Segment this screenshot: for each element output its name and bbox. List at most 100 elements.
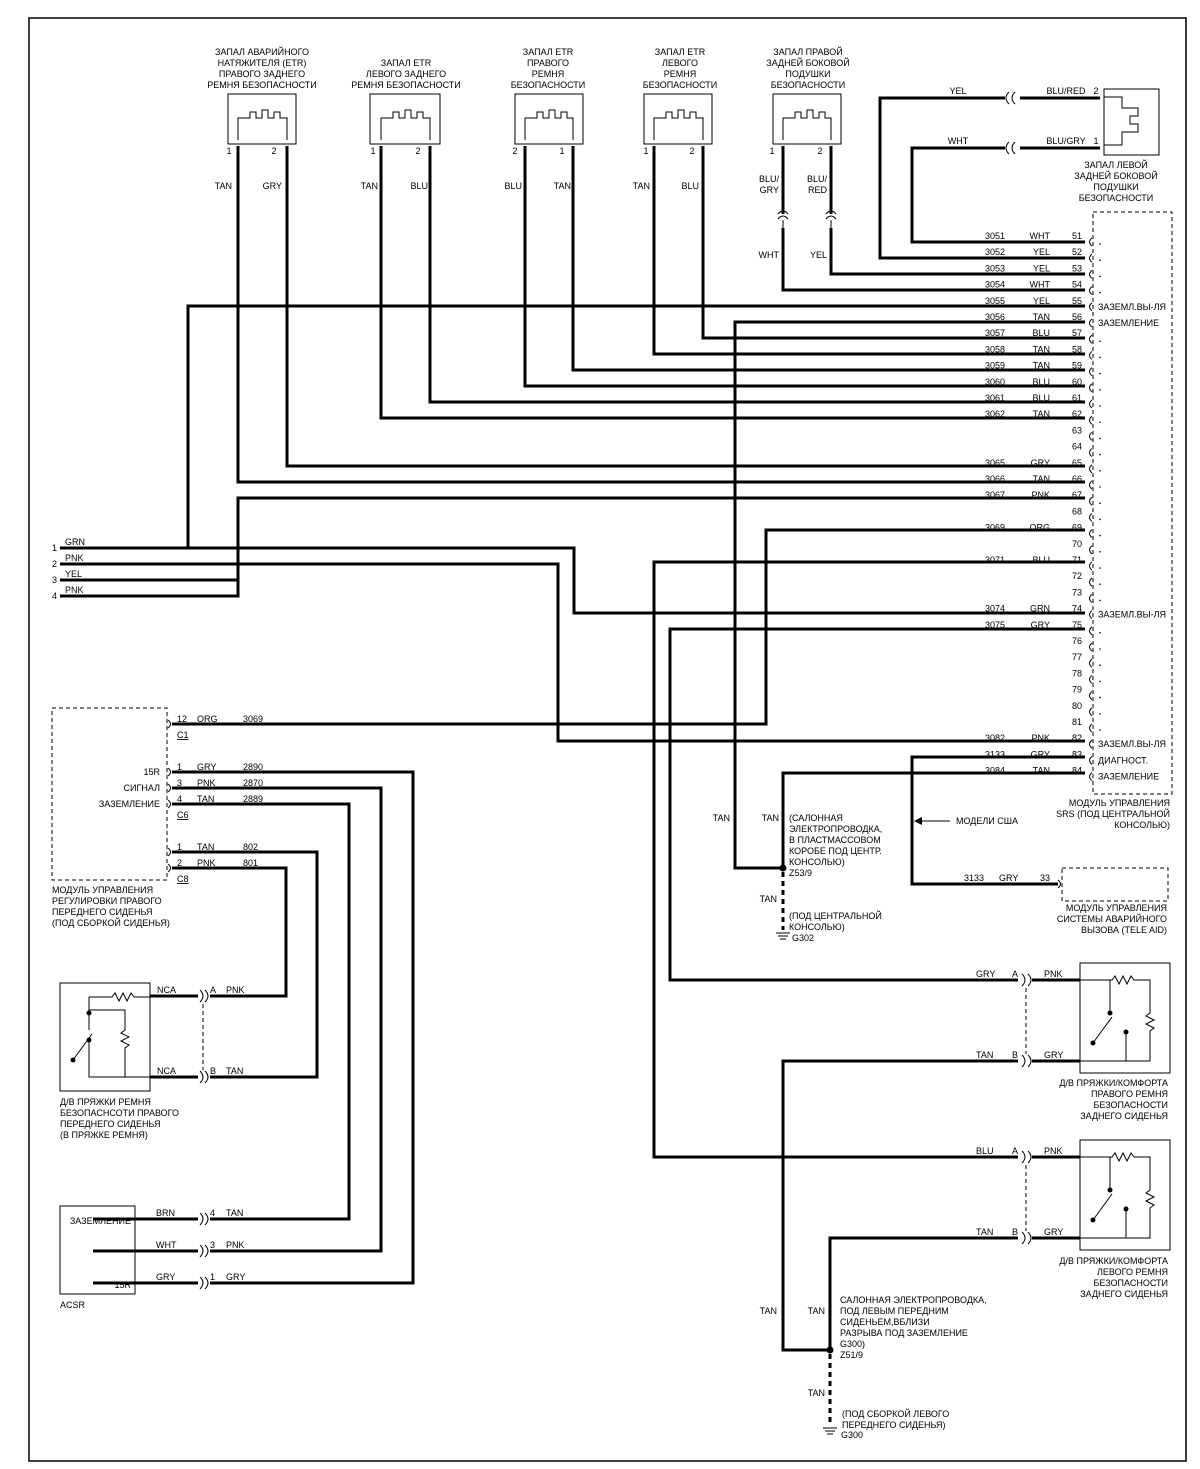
pin-number: 57 — [1072, 328, 1082, 338]
component-label-line: МОДУЛЬ УПРАВЛЕНИЯ — [1066, 903, 1167, 913]
component-label-line: БЕЗОПАСНОСТИ — [1079, 193, 1154, 203]
pin-number: 64 — [1072, 442, 1082, 452]
component-label-line: ЗАДНЕЙ БОКОВОЙ — [1074, 170, 1157, 181]
pin-number: 68 — [1072, 506, 1082, 516]
wire-color: YEL — [1033, 296, 1050, 306]
pin-number: 1 — [643, 146, 648, 156]
connector-id: C6 — [177, 810, 189, 820]
wire-3074 — [188, 546, 1085, 615]
pin-number: 1 — [177, 842, 182, 852]
wire-3053 — [829, 228, 1085, 276]
wire-color: GRY — [226, 1272, 245, 1282]
wire-color: ORG — [197, 714, 218, 724]
component-label-line: ПРАВОГО РЕМНЯ — [1091, 1089, 1168, 1099]
wire-color: WHT — [156, 1240, 177, 1250]
srs-pin-row: 73 — [1072, 587, 1101, 603]
wire-color: PNK — [1031, 490, 1050, 500]
wire-color: TAN — [361, 181, 378, 191]
wire-color: PNK — [226, 1240, 245, 1250]
wire-color: TAN — [226, 1066, 243, 1076]
note-line: КОНСОЛЬЮ) — [789, 857, 845, 867]
component-label-line: БЕЗОПАСНСОТИ ПРАВОГО — [60, 1108, 179, 1118]
wire-color: TAN — [808, 1388, 825, 1398]
component-label-line: ЛЕВОГО — [662, 58, 698, 68]
pin-number: 53 — [1072, 263, 1082, 273]
wire-color: BLU — [1032, 393, 1050, 403]
wire-3055 — [60, 304, 1085, 550]
wire-3062 — [379, 146, 1085, 420]
tele-aid-module: 3133 GRY 33 МОДУЛЬ УПРАВЛЕНИЯ СИСТЕМЫ АВ… — [964, 867, 1169, 935]
component-label-line: Д/В ПРЯЖКИ/КОМФОРТА — [1059, 1256, 1168, 1266]
pin-function-label: ЗАЗЕМЛ.ВЫ-ЛЯ — [1098, 302, 1166, 312]
circuit-number: 3074 — [985, 604, 1005, 614]
circuit-number: 3133 — [964, 873, 984, 883]
note-line: РАЗРЫВА ПОД ЗАЗЕМЛЕНИЕ — [840, 1328, 968, 1338]
pin-number: 2 — [271, 146, 276, 156]
circuit-number: 3075 — [985, 620, 1005, 630]
pin-number: 73 — [1072, 587, 1082, 597]
wire-3084 — [781, 771, 1085, 868]
component-label-line: ЗАПАЛ ETR — [523, 47, 574, 57]
wire-color: YEL — [810, 250, 827, 260]
pin-number: 2 — [1093, 86, 1098, 96]
component-label-line: ПЕРЕДНЕГО СИДЕНЬЯ — [60, 1119, 161, 1129]
wire-color: GRY — [1044, 1227, 1063, 1237]
pin-number: 65 — [1072, 458, 1082, 468]
component-label-line: ВЫЗОВА (TELE AID) — [1081, 925, 1167, 935]
wire-color: GRY — [263, 181, 282, 191]
wire-color: TAN — [554, 181, 571, 191]
wire-color: GRY — [760, 185, 779, 195]
circuit-number: 3056 — [985, 312, 1005, 322]
wire-color: TAN — [808, 1306, 825, 1316]
wire-color: PNK — [1031, 733, 1050, 743]
pin-number: 2 — [689, 146, 694, 156]
wire-color: BLU — [1032, 328, 1050, 338]
pin-number: 3 — [177, 778, 182, 788]
wire-color: GRY — [1031, 458, 1050, 468]
rear-right-buckle-switch: GRY A PNK TAN B GRY Д/В ПРЯЖКИ/КОМФОРТА … — [976, 962, 1171, 1121]
pin-label: 15R — [114, 1280, 131, 1290]
pin-number: 58 — [1072, 344, 1082, 354]
srs-pin-row: 72 — [1072, 571, 1101, 587]
component-label-line: БЕЗОПАСНОСТИ — [511, 80, 586, 90]
component-label-line: МОДУЛЬ УПРАВЛЕНИЯ — [1069, 798, 1170, 808]
wire-harness — [60, 91, 1100, 1424]
component-label-line: БЕЗОПАСНОСТИ — [643, 80, 718, 90]
wire-color: BRN — [156, 1208, 175, 1218]
circuit-number: 3052 — [985, 247, 1005, 257]
pin-number: 2 — [415, 146, 420, 156]
component-label-line: ЗАПАЛ ПРАВОЙ — [773, 46, 842, 57]
pin-number: 81 — [1072, 717, 1082, 727]
pin-number: 2 — [52, 559, 57, 569]
pin-number: B — [1012, 1227, 1018, 1237]
component-label-line: ПЕРЕДНЕГО СИДЕНЬЯ — [52, 907, 153, 917]
note-line: САЛОННАЯ ЭЛЕКТРОПРОВОДКА, — [840, 1295, 987, 1305]
wire-802 — [172, 850, 319, 1079]
pin-label: СИГНАЛ — [124, 783, 161, 793]
pin-number: A — [1012, 969, 1018, 979]
srs-pin-row: 64 — [1072, 442, 1101, 457]
connector-id: C8 — [177, 874, 189, 884]
srs-pin-row: 80 — [1072, 701, 1101, 717]
wire-color: GRY — [1031, 749, 1050, 759]
front-right-buckle-switch: NCA A PNK NCA B TAN Д/В ПРЯЖКИ РЕМНЯ БЕЗ… — [59, 982, 245, 1140]
wire-color: BLU — [976, 1146, 994, 1156]
component-label-line: КОНСОЛЬЮ) — [1114, 820, 1170, 830]
rear-left-buckle-switch: BLU A PNK TAN B GRY Д/В ПРЯЖКИ/КОМФОРТА … — [976, 1139, 1171, 1299]
pin-number: 51 — [1072, 231, 1082, 241]
wire-3058 — [652, 146, 1085, 356]
wire-color: TAN — [1033, 312, 1050, 322]
